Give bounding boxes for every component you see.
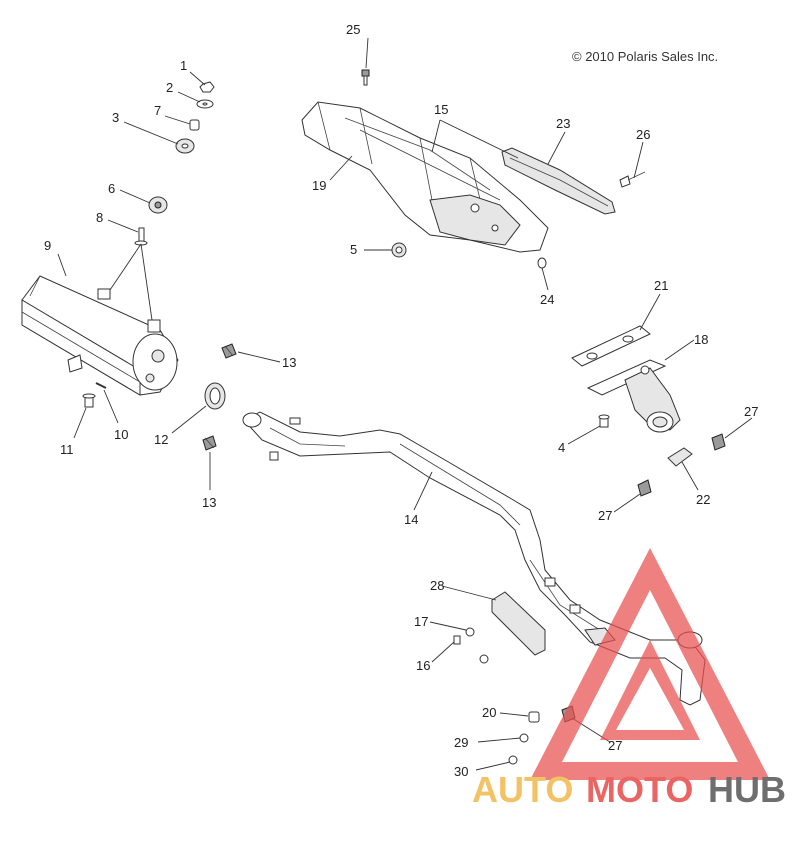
callout-22: 22: [696, 492, 710, 507]
automotohub-watermark: AUTO MOTO HUB: [472, 548, 786, 810]
gasket-12: [204, 382, 226, 410]
callout-9: 9: [44, 238, 51, 253]
exhaust-flange-18: [586, 359, 681, 433]
callout-27a: 27: [744, 404, 758, 419]
callout-13a: 13: [282, 355, 296, 370]
muffler-9: [21, 275, 179, 396]
spring-13a: [221, 343, 237, 359]
callout-1: 1: [180, 58, 187, 73]
heat-shield-23: [501, 147, 616, 215]
washer-17: [465, 627, 475, 637]
bolt-16: [453, 635, 461, 645]
gasket-21: [571, 325, 651, 367]
bolt-11: [82, 393, 96, 408]
bolt-8: [138, 227, 145, 243]
callout-24: 24: [540, 292, 554, 307]
watermark-auto: AUTO: [472, 769, 573, 810]
callout-14: 14: [404, 512, 418, 527]
callout-5: 5: [350, 242, 357, 257]
callout-6: 6: [108, 181, 115, 196]
callout-19: 19: [312, 178, 326, 193]
callout-12: 12: [154, 432, 168, 447]
nut-16b: [479, 654, 489, 664]
bolt-25: [361, 69, 370, 86]
callout-3: 3: [112, 110, 119, 125]
callout-2: 2: [166, 80, 173, 95]
callout-29: 29: [454, 735, 468, 750]
watermark-triangle-logo: [530, 548, 770, 780]
callout-21: 21: [654, 278, 668, 293]
callout-20: 20: [482, 705, 496, 720]
callout-27b: 27: [598, 508, 612, 523]
callout-10: 10: [114, 427, 128, 442]
rivet-26: [619, 171, 646, 188]
hardware-stack: [134, 81, 215, 246]
watermark-moto: MOTO: [586, 769, 693, 810]
callout-30: 30: [454, 764, 468, 779]
callout-23: 23: [556, 116, 570, 131]
callout-15: 15: [434, 102, 448, 117]
bracket-28: [491, 591, 546, 656]
stud-4: [598, 414, 610, 428]
nut-1: [199, 81, 215, 93]
heat-shield-assembly: [301, 101, 549, 253]
header-pipe-14: [242, 411, 706, 706]
callout-8: 8: [96, 210, 103, 225]
callout-16: 16: [416, 658, 430, 673]
callout-17: 17: [414, 614, 428, 629]
callout-27c: 27: [608, 738, 622, 753]
callout-18: 18: [694, 332, 708, 347]
callout-7: 7: [154, 103, 161, 118]
callout-25: 25: [346, 22, 360, 37]
callout-4: 4: [558, 440, 565, 455]
seal-22: [667, 447, 693, 467]
spacer-7: [189, 119, 200, 131]
callout-13b: 13: [202, 495, 216, 510]
watermark-hub: HUB: [708, 769, 786, 810]
spring-27a: [711, 433, 726, 451]
nut-30: [508, 755, 518, 765]
callout-11: 11: [60, 442, 74, 457]
spacer-20: [528, 711, 540, 723]
spring-27b: [637, 479, 652, 497]
washer-24: [537, 257, 547, 269]
callout-labels: 1 2 3 7 6 8 9 10 11 12 13 13 14 15 19 23…: [44, 22, 758, 779]
washer-29: [519, 733, 529, 743]
pin-10: [95, 382, 107, 389]
grommet-5: [391, 242, 407, 258]
callout-26: 26: [636, 127, 650, 142]
callout-28: 28: [430, 578, 444, 593]
copyright-text: © 2010 Polaris Sales Inc.: [572, 49, 718, 64]
spring-13b: [202, 435, 217, 451]
